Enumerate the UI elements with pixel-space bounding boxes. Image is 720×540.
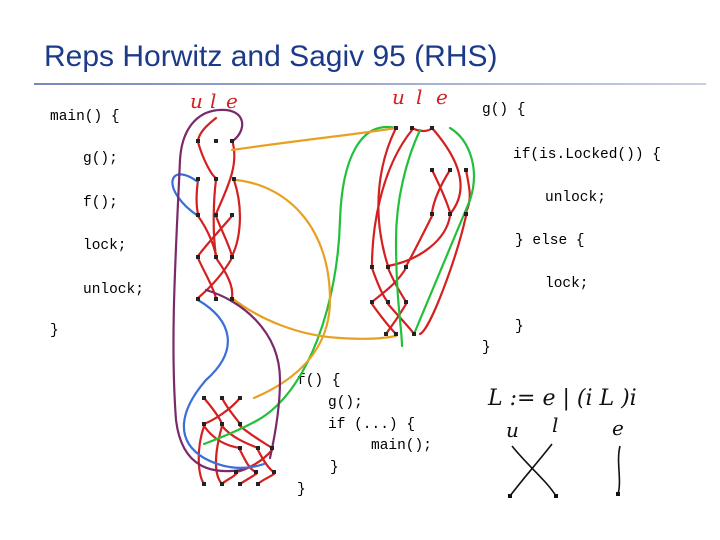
g-state-labels: u l e: [392, 85, 448, 109]
slide-title: Reps Horwitz and Sagiv 95 (RHS): [44, 40, 498, 73]
grammar-u: u: [506, 418, 519, 442]
g-line-if: if(is.Locked()) {: [513, 147, 661, 163]
label-l: l: [210, 89, 216, 113]
label-e: e: [436, 85, 448, 109]
purple-recursive-edge: [172, 108, 282, 473]
grammar-rule: L := e | (i L )i: [487, 386, 637, 411]
f-line-if: if (...) {: [328, 417, 416, 433]
grammar-cross-edges: [509, 443, 621, 497]
g-line-else: } else {: [515, 233, 585, 249]
label-e: e: [226, 89, 238, 113]
g-close: }: [482, 340, 491, 356]
g-line-close-if: }: [515, 319, 524, 335]
blue-return-edge: [171, 173, 266, 470]
f-line-g-call: g();: [328, 395, 363, 411]
main-close: }: [50, 323, 59, 339]
main-header: main() {: [50, 109, 120, 125]
g-line-lock: lock;: [545, 276, 589, 292]
main-line-f-call: f();: [83, 195, 118, 211]
grammar-dots: [508, 492, 620, 498]
grammar-e: e: [612, 416, 624, 440]
grammar-l: l: [552, 413, 558, 437]
f-header: f() {: [297, 373, 341, 389]
green-call-edges: [202, 125, 475, 446]
f-line-close-if: }: [330, 460, 339, 476]
f-line-main-call: main();: [371, 438, 432, 454]
g-header: g() {: [482, 102, 526, 118]
node-dots: [196, 126, 468, 486]
main-red-edges: [195, 116, 242, 300]
main-state-labels: u l e: [190, 89, 238, 113]
grammar-annotation: L := e | (i L )i u l e: [487, 386, 637, 442]
orange-call-edges: [230, 126, 398, 400]
main-line-unlock: unlock;: [83, 282, 144, 298]
f-close: }: [297, 482, 306, 498]
label-u: u: [190, 89, 203, 113]
label-l: l: [416, 85, 422, 109]
g-line-unlock: unlock;: [545, 190, 606, 206]
title-divider: [34, 83, 706, 85]
label-u: u: [392, 85, 405, 109]
main-line-g-call: g();: [83, 151, 118, 167]
main-line-lock: lock;: [83, 238, 127, 254]
